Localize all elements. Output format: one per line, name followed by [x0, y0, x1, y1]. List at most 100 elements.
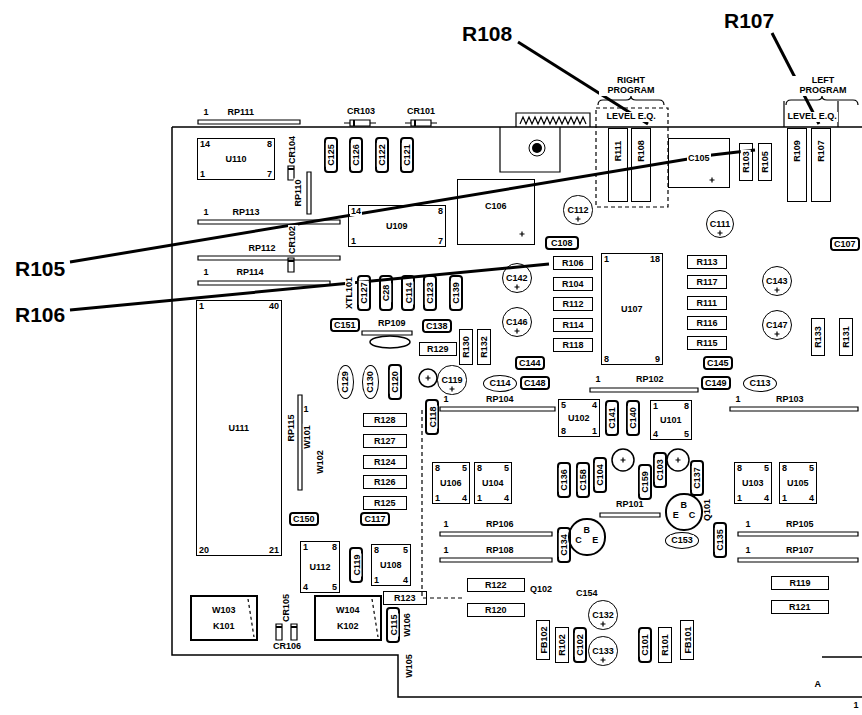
- jumper-wire: [248, 599, 254, 637]
- crystal-outline: [370, 336, 410, 348]
- resistor-outline: R101: [658, 627, 672, 663]
- part-label: R118: [562, 340, 585, 350]
- resistor-outline: R116: [687, 316, 727, 330]
- resistor-outline: R119: [771, 576, 829, 590]
- capacitor-outline: C123: [423, 275, 437, 311]
- part-label: R124: [373, 457, 397, 467]
- part-label: FB101: [682, 625, 692, 654]
- diode-band: [288, 260, 294, 262]
- resistor-outline: R125: [363, 496, 407, 510]
- part-label: C133: [591, 646, 615, 656]
- part-label: C119: [351, 553, 361, 576]
- resistor-outline: R129: [419, 342, 457, 356]
- pin-number: 1: [434, 493, 441, 503]
- polarity-mark: [520, 232, 525, 237]
- pin-number: 5: [808, 463, 815, 473]
- polarity-mark: [676, 458, 681, 463]
- silkscreen-label: W105: [405, 653, 415, 679]
- part-label: R111: [613, 139, 623, 162]
- part-label: R107: [816, 139, 826, 163]
- polarity-mark: [718, 231, 723, 236]
- electrolytic-capacitor: C133: [588, 636, 618, 666]
- part-label: C114: [489, 378, 512, 388]
- part-label: R121: [788, 602, 812, 612]
- electrolytic-capacitor: C147: [762, 310, 792, 340]
- pin-number: 8: [781, 463, 788, 473]
- pot-mount-outline: [784, 101, 838, 127]
- callout-label: R108: [461, 22, 513, 45]
- capacitor-outline: C105: [668, 138, 730, 188]
- terminal-letter: C: [688, 510, 697, 520]
- ferrite-bead: FB102: [536, 620, 550, 660]
- part-label: C118: [427, 405, 437, 428]
- ic-package: U1025481: [558, 399, 600, 437]
- silkscreen-label: CR106: [272, 642, 302, 652]
- capacitor-outline: C125: [324, 137, 338, 173]
- silkscreen-label: RP105: [785, 520, 815, 530]
- silkscreen-label: 1: [203, 108, 210, 118]
- resistor-outline: R113: [687, 255, 727, 269]
- part-label: C103: [655, 458, 665, 482]
- part-label: C130: [365, 370, 375, 394]
- pin-number: 4: [591, 400, 598, 410]
- part-label: R120: [484, 605, 508, 615]
- pin-number: 7: [266, 169, 273, 179]
- silkscreen-label: RP103: [775, 395, 805, 405]
- silkscreen-label: W101: [303, 424, 313, 450]
- diode-band: [288, 168, 294, 170]
- part-label: C105: [687, 153, 711, 163]
- resistor-outline: R123: [383, 591, 427, 605]
- board-outline: [172, 127, 862, 697]
- part-label: C120: [390, 370, 400, 394]
- pin-number: 4: [763, 493, 770, 503]
- silkscreen-label: CR105: [282, 593, 292, 623]
- jumper-wire: [372, 599, 378, 637]
- part-label: C132: [591, 610, 615, 620]
- electrolytic-capacitor: C143: [762, 266, 792, 296]
- silkscreen-label: C154: [575, 589, 599, 599]
- pin-number: 8: [373, 545, 380, 555]
- pin-number: 1: [652, 401, 659, 411]
- resistor-outline: R128: [363, 413, 407, 427]
- pin-number: 7: [437, 236, 444, 246]
- capacitor-outline: C139: [449, 275, 463, 311]
- capacitor-outline: C141: [605, 400, 619, 436]
- capacitor-outline: C117: [360, 512, 390, 526]
- capacitor-outline: C106: [457, 179, 535, 245]
- pin-number: 4: [808, 493, 815, 503]
- mounting-hole-ring: [529, 140, 545, 156]
- bracket: [786, 96, 858, 105]
- part-label: C119: [440, 375, 463, 385]
- silkscreen-label: 1: [745, 546, 752, 556]
- part-label: C121: [402, 143, 412, 167]
- pin-number: 8: [434, 463, 441, 473]
- ic-package: U1068514: [432, 462, 470, 504]
- silkscreen-label: 1: [853, 701, 860, 711]
- part-label: FB102: [538, 625, 548, 654]
- pin-number: 8: [560, 426, 567, 436]
- part-label: C123: [425, 281, 435, 305]
- dashed-group-outline: [422, 410, 462, 598]
- ic-package: U1058514: [779, 462, 817, 504]
- electrolytic-capacitor: C119: [437, 365, 466, 394]
- potentiometer: R108: [631, 128, 651, 202]
- electrolytic-capacitor: [419, 369, 437, 387]
- pin-number: 4: [302, 582, 309, 592]
- part-label: U109: [385, 221, 409, 231]
- resistor-pack-bar: [590, 388, 698, 392]
- part-label: U104: [481, 478, 505, 488]
- silkscreen-label: W102: [316, 449, 326, 475]
- silkscreen-label: CR101: [406, 107, 436, 117]
- capacitor-outline: C151: [330, 318, 360, 332]
- resistor-outline: R117: [687, 275, 727, 289]
- polarity-mark: [450, 387, 455, 392]
- part-label: R133: [813, 325, 823, 349]
- part-label: C125: [326, 143, 336, 167]
- capacitor-outline: C129: [337, 365, 354, 400]
- electrolytic-capacitor: [612, 449, 634, 471]
- capacitor-outline: C108: [545, 236, 579, 250]
- silkscreen-label: RP108: [485, 546, 515, 556]
- pin-number: 40: [268, 301, 280, 311]
- resistor-outline: R133: [811, 318, 825, 356]
